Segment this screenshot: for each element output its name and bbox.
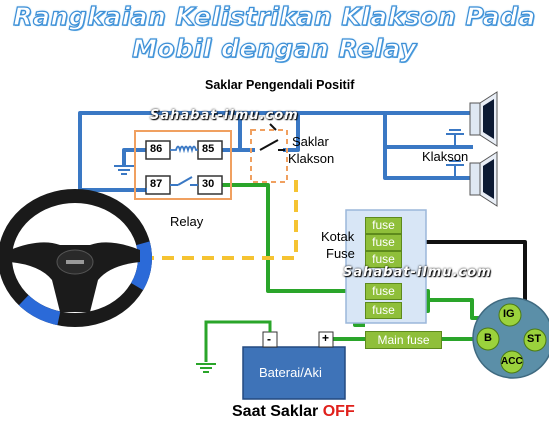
diagram-subtitle: Saklar Pengendali Positif (205, 78, 355, 92)
horn-switch-icon (259, 139, 279, 151)
horn-upper-icon (469, 91, 498, 147)
green-30-line (222, 183, 365, 293)
ground-86 (114, 165, 134, 175)
ignition-b-label: B (484, 332, 492, 344)
fuse-3-label: fuse (372, 252, 395, 266)
ignition-ig-label: IG (503, 308, 515, 320)
fuse-box-label-line1: Kotak (321, 229, 355, 244)
fuse-5: fuse (365, 302, 402, 319)
battery-pos-label: + (322, 331, 330, 345)
blue-wires (78, 111, 473, 192)
blue-horn-lower (383, 147, 473, 180)
relay-label: Relay (170, 214, 204, 229)
switch-label-line2: Klakson (288, 151, 335, 166)
ignition-st-terminal (523, 328, 547, 352)
fuse-box-label-line2: Fuse (326, 246, 355, 261)
main-fuse: Main fuse (365, 331, 442, 349)
status-prefix: Saat Saklar (232, 403, 319, 420)
relay-box (134, 130, 232, 200)
fuse-4-label: fuse (372, 284, 395, 298)
switch-label-line1: Saklar (292, 134, 329, 149)
watermark-top: Sahabat-ilmu.com (150, 108, 299, 123)
fuse-5-label: fuse (372, 303, 395, 317)
relay-terminal-87-label: 87 (150, 178, 163, 190)
switch-box (250, 129, 288, 183)
battery-body (242, 346, 346, 400)
steering-wheel-icon (0, 189, 152, 327)
battery-label: Baterai/Aki (259, 365, 322, 380)
ground-horn1 (446, 129, 464, 147)
status-state: OFF (322, 403, 355, 420)
relay-coil-icon (170, 145, 198, 154)
relay-terminal-86-label: 86 (150, 143, 163, 155)
fuse-4: fuse (365, 283, 402, 300)
watermark-right: Sahabat-ilmu.com (343, 265, 492, 280)
battery-neg-label: - (267, 332, 271, 346)
ground-battery-icon (196, 363, 216, 373)
fuse-3: fuse (365, 251, 402, 268)
diagram-title-line2: Mobil dengan Relay (132, 33, 417, 63)
horn-label: Klakson (422, 149, 469, 164)
ignition-st-label: ST (527, 333, 542, 345)
ignition-acc-label: ACC (501, 356, 523, 367)
fuse-1-label: fuse (372, 218, 395, 232)
fuse-2: fuse (365, 234, 402, 251)
status-text: Saat Saklar OFF (232, 403, 355, 421)
battery-ground (204, 320, 272, 362)
relay-terminal-85-label: 85 (202, 143, 215, 155)
ignition-switch (472, 297, 549, 379)
ground-horn2 (446, 160, 464, 178)
yellow-dash (105, 180, 298, 260)
horn-lower-icon (469, 151, 498, 207)
fuse-2-label: fuse (372, 235, 395, 249)
diagram-title-line1: Rangkaian Kelistrikan Klakson Pada (13, 1, 536, 31)
ignition-b-terminal (476, 327, 500, 351)
blue-86-ground (122, 148, 147, 165)
battery-pos-terminal (318, 331, 334, 348)
ignition-ig-terminal (498, 303, 522, 327)
relay-terminal-30-label: 30 (202, 178, 215, 190)
ignition-acc-terminal (500, 350, 524, 374)
fuse-1: fuse (365, 217, 402, 234)
